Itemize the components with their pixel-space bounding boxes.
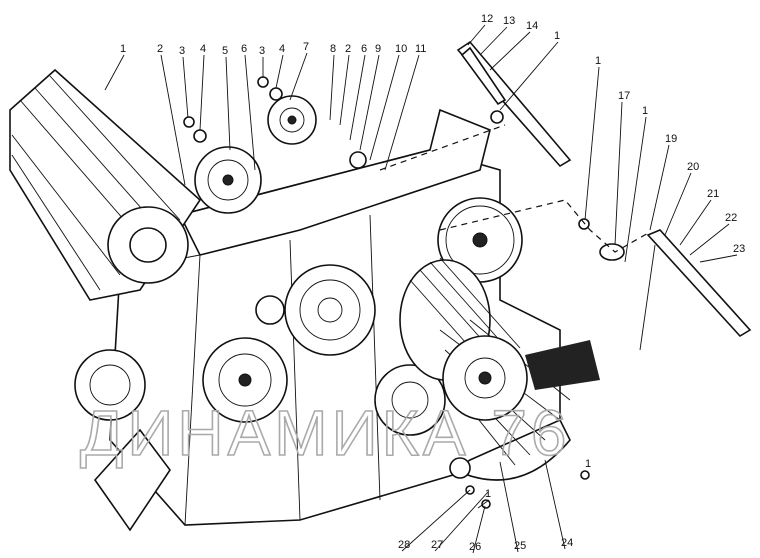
leader-line <box>199 54 205 131</box>
callout-label: 13 <box>503 15 515 27</box>
callout-label: 22 <box>725 212 737 224</box>
callout-label: 11 <box>415 43 426 55</box>
leader-line <box>104 54 125 91</box>
callout-label: 1 <box>120 43 126 55</box>
discharge-chute <box>525 340 600 390</box>
callout-label: 1 <box>585 458 591 470</box>
callout-label: 2 <box>345 43 351 55</box>
pulleys <box>74 95 523 436</box>
leader-line <box>359 54 380 151</box>
leader-line <box>679 199 712 246</box>
tensioner-arms <box>456 40 752 351</box>
leader-line <box>614 101 623 246</box>
callout-label: 1 <box>642 105 648 117</box>
callout-label: 24 <box>561 537 573 549</box>
callout-label: 6 <box>361 43 367 55</box>
leader-line <box>699 254 738 263</box>
callout-label: 14 <box>526 20 538 32</box>
callout-label: 19 <box>665 133 677 145</box>
leader-line <box>384 54 420 171</box>
leader-line <box>349 54 366 141</box>
leader-line <box>544 459 566 550</box>
dashed-drive-lines <box>379 124 651 253</box>
callout-label: 20 <box>687 161 699 173</box>
callout-label: 3 <box>259 45 265 57</box>
callout-label: 1 <box>595 55 601 67</box>
callout-label: 6 <box>241 43 247 55</box>
callout-label: 5 <box>222 45 228 57</box>
callout-label: 2 <box>157 43 163 55</box>
leader-line <box>275 54 284 89</box>
callout-label: 28 <box>398 539 410 551</box>
callout-label: 17 <box>618 90 630 102</box>
callout-label: 3 <box>179 45 185 57</box>
leader-line <box>329 54 335 121</box>
leader-line <box>339 54 350 126</box>
leader-line <box>289 52 308 101</box>
leader-line <box>477 499 490 509</box>
callout-label: 1 <box>554 30 560 42</box>
leader-line <box>472 505 486 554</box>
watermark: ДИНАМИКА 76 <box>80 397 571 469</box>
leader-line <box>664 172 692 236</box>
leader-line <box>467 24 486 46</box>
leader-line <box>160 54 186 186</box>
callout-label: 23 <box>733 243 745 255</box>
leader-line <box>624 116 647 263</box>
leader-line <box>401 489 471 552</box>
leader-line <box>244 54 256 171</box>
callout-label: 7 <box>303 41 309 53</box>
leader-line <box>479 26 508 56</box>
leader-line <box>499 461 519 553</box>
callout-label: 1 <box>485 488 491 500</box>
leader-line <box>649 144 670 231</box>
callout-label: 12 <box>481 13 493 25</box>
callout-label: 8 <box>330 43 336 55</box>
callout-label: 10 <box>395 43 407 55</box>
callout-label: 9 <box>375 43 381 55</box>
leader-line <box>584 66 600 221</box>
callout-label: 4 <box>200 43 206 55</box>
callout-label: 27 <box>431 539 443 551</box>
callout-label: 26 <box>469 541 481 553</box>
leader-line <box>689 223 730 256</box>
leader-line <box>182 56 189 119</box>
leader-line <box>499 41 559 111</box>
callout-label: 21 <box>707 188 719 200</box>
feeder-drum <box>9 68 202 301</box>
leader-line <box>369 54 400 161</box>
leader-line <box>225 56 231 151</box>
fasteners <box>183 76 590 509</box>
callout-label: 4 <box>279 43 285 55</box>
leader-line <box>434 491 489 552</box>
callout-label: 25 <box>514 540 526 552</box>
leader-line <box>489 31 531 71</box>
rotor-assembly <box>399 257 571 481</box>
